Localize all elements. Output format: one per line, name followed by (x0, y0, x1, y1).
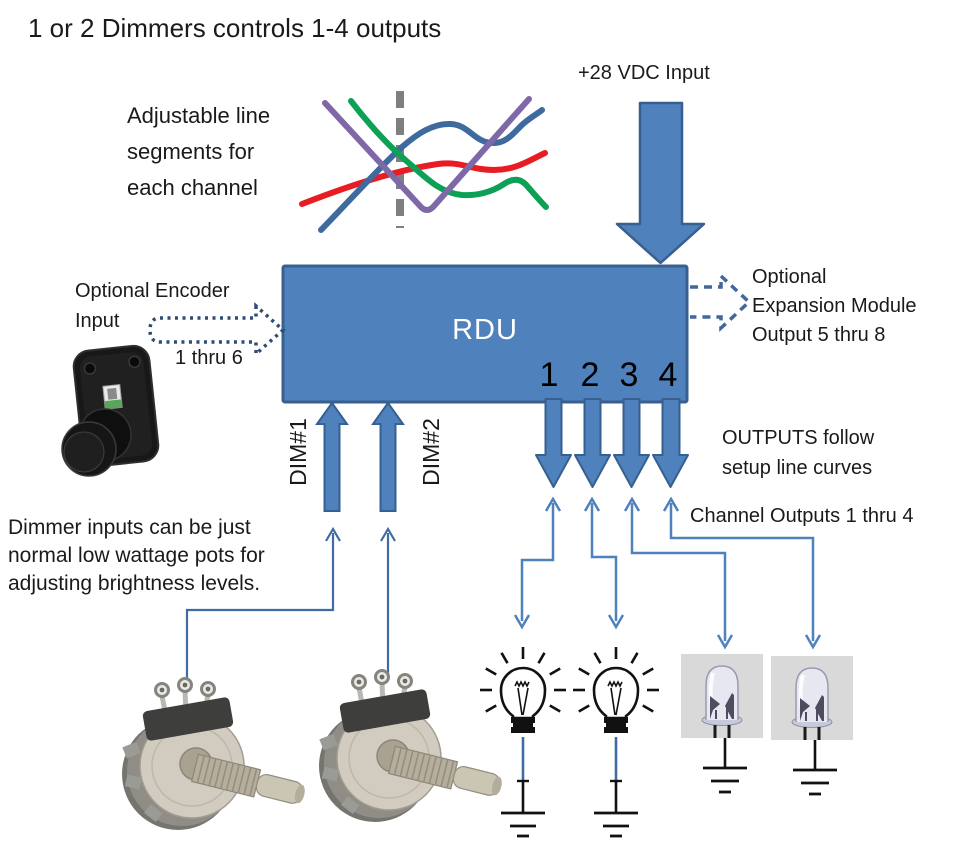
expansion-label-line-3: Output 5 thru 8 (752, 324, 886, 346)
channel-curve-red (299, 150, 548, 207)
channel-wire-3 (623, 496, 734, 650)
potentiometer-1 (122, 679, 308, 831)
encoder-photo (61, 344, 160, 477)
rdu-output-number-3: 3 (619, 356, 639, 394)
expansion-label-line-1: Optional (752, 266, 827, 288)
output-arrow-1 (535, 398, 572, 488)
rdu-output-number-4: 4 (658, 356, 678, 394)
caption-line-1: Adjustable line (127, 103, 271, 128)
dim1-label: DIM#1 (285, 418, 311, 486)
dimmer-note-line-2: normal low wattage pots for (8, 544, 265, 567)
expansion-label-line-2: Expansion Module (752, 295, 917, 317)
led-1 (679, 652, 765, 794)
channel-curve-purple (322, 96, 532, 213)
outputs-follow-note: OUTPUTS follow setup line curves (722, 423, 874, 483)
encoder-label-line-1: Optional Encoder (75, 280, 230, 302)
channel-curve-green (348, 98, 549, 210)
caption-line-2: segments for (127, 139, 255, 164)
outputs-note-line-2: setup line curves (722, 457, 873, 479)
rdu-output-number-1: 1 (539, 356, 559, 394)
light-bulb-2 (571, 645, 661, 838)
channel-wire-2 (583, 496, 625, 630)
dimmer-note-line-1: Dimmer inputs can be just (8, 516, 251, 539)
light-bulb-1 (478, 645, 568, 838)
channel-wire-4 (662, 496, 822, 650)
rdu-box (281, 264, 689, 404)
expansion-dashed-arrow-icon (690, 271, 752, 333)
encoder-label-line-2: Input (75, 310, 120, 332)
output-arrow-3 (613, 398, 650, 488)
channel-wire-1 (513, 496, 562, 630)
potentiometer-2 (319, 671, 505, 823)
dimmer-note: Dimmer inputs can be just normal low wat… (8, 514, 265, 598)
power-input-arrow-icon (615, 101, 706, 265)
dim1-arrow-icon (315, 401, 349, 512)
pot-wires (185, 526, 396, 690)
led-2 (769, 654, 855, 796)
encoder-input-dotted-arrow-icon (148, 302, 286, 358)
inset-chart-caption: Adjustable line segments for each channe… (127, 98, 270, 206)
encoder-input-label: Optional Encoder Input (75, 276, 230, 336)
rdu-label: RDU (452, 314, 518, 346)
output-arrow-2 (574, 398, 611, 488)
rdu-output-number-2: 2 (580, 356, 600, 394)
power-input-label: +28 VDC Input (578, 62, 710, 84)
channel-curves-chart (299, 91, 549, 233)
output-arrows (535, 398, 689, 488)
output-arrow-4 (652, 398, 689, 488)
outputs-note-line-1: OUTPUTS follow (722, 427, 875, 449)
encoder-range-label: 1 thru 6 (175, 347, 243, 369)
pot1-wire (185, 526, 341, 690)
channel-wires (513, 496, 822, 650)
dimmer-note-line-3: adjusting brightness levels. (8, 572, 261, 595)
dim2-label: DIM#2 (418, 418, 444, 486)
pot2-wire (380, 526, 396, 676)
expansion-module-label: Optional Expansion Module Output 5 thru … (752, 263, 917, 350)
page-title: 1 or 2 Dimmers controls 1-4 outputs (28, 13, 442, 43)
channel-curve-blue (318, 107, 545, 233)
dim2-arrow-icon (371, 401, 405, 512)
caption-line-3: each channel (127, 175, 258, 200)
channel-outputs-label: Channel Outputs 1 thru 4 (690, 505, 914, 527)
